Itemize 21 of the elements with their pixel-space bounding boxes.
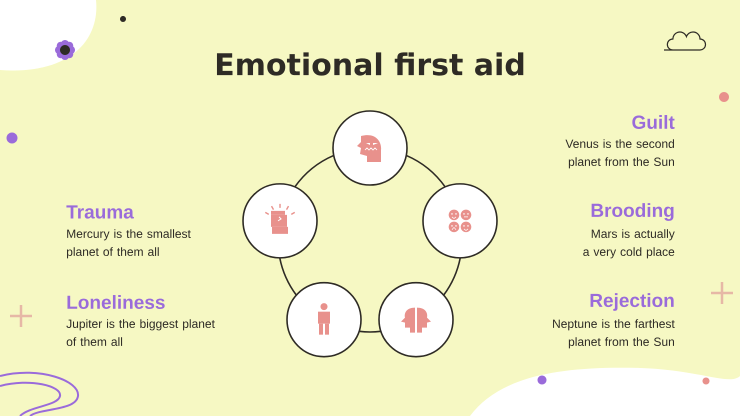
description: Neptune is the farthest planet from the Sun	[553, 319, 675, 348]
heading: Rejection	[590, 293, 674, 311]
icon-circle	[332, 110, 408, 186]
heading: Brooding	[592, 203, 674, 221]
description: Mercury is the smallest planet of them all	[66, 229, 191, 258]
icon-circle	[242, 183, 318, 259]
heading: Trauma	[66, 205, 134, 219]
icon-circle	[286, 282, 362, 358]
title: Emotional first aid	[216, 52, 524, 76]
ring-arc	[443, 258, 462, 296]
heading: Guilt	[632, 115, 675, 129]
description: Jupiter is the biggest planet of them all	[66, 319, 215, 346]
description: Mars is actually a very cold place	[583, 229, 675, 258]
ring-arc	[406, 154, 446, 188]
ring-arc	[294, 154, 334, 188]
heading: Loneliness	[67, 295, 165, 309]
icon-circle	[422, 183, 498, 259]
ring-arc	[359, 330, 381, 333]
description: Venus is the second planet from the Sun	[565, 139, 674, 168]
icon-circle	[378, 282, 454, 358]
ring-arc	[278, 258, 297, 296]
